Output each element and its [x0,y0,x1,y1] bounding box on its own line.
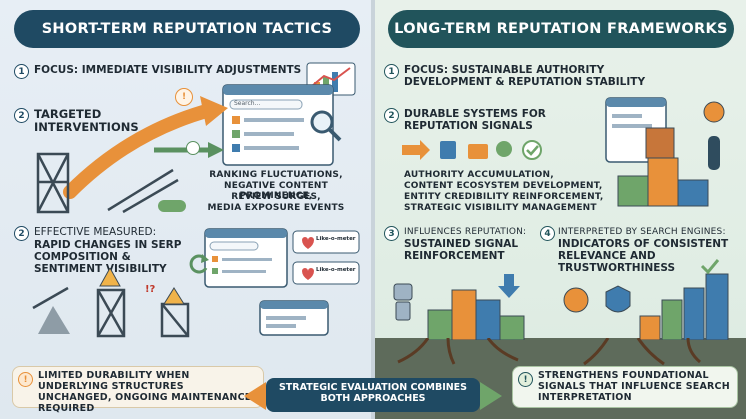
left-step-1-text: FOCUS: IMMEDIATE VISIBILITY ADJUSTMENTS [34,64,302,76]
left-step-2-title: TARGETED INTERVENTIONS [34,107,139,135]
warning-icon: ! [18,372,33,387]
right-step-2-item-3: ENTITY CREDIBILITY REINFORCEMENT, [404,192,604,202]
double-arrow [244,382,502,410]
right-title-banner: LONG-TERM REPUTATION FRAMEWORKS [388,10,734,48]
right-step-3-badge: 3 [384,226,399,241]
right-step-2-title: DURABLE SYSTEMS FOR REPUTATION SIGNALS [404,108,546,133]
signal-cubes [393,274,525,340]
robot-icon [393,283,413,301]
left-step-3-text: RAPID CHANGES IN SERP COMPOSITION & SENT… [34,239,182,276]
refresh-icon [189,254,209,274]
right-step-3-lead: INFLUENCES REPUTATION: [404,227,527,237]
gear-icon [703,101,725,123]
step-3-badge: 2 [14,226,29,241]
scaffold-structure [36,152,186,214]
right-step-4-text: INDICATORS OF CONSISTENT RELEVANCE AND T… [558,238,729,275]
right-step-1-badge: 1 [384,64,399,79]
alert-icon: ! [175,88,193,106]
left-warning-box [12,366,264,408]
right-step-4-badge: 4 [540,226,555,241]
right-step-4-lead: INTERPRETED BY SEARCH ENGINES: [558,227,726,237]
magnifier-icon [310,110,342,142]
lower-browser [259,300,329,336]
right-step-2-item-1: AUTHORITY ACCUMULATION, [404,170,554,180]
panel-divider [371,0,375,419]
step-1-badge: 1 [14,64,29,79]
sentiment-browser [204,228,288,288]
left-step-3-lead: EFFECTIVE MEASURED: [34,226,157,238]
like-meter-label-1: Like-o-meter [316,236,356,242]
roots [397,338,701,366]
document-icon [440,141,456,159]
foundation-icon: ! [518,372,533,387]
left-step-2-item-2: NEGATIVE CONTENT PROMINENCE, [223,181,328,202]
left-title-banner: SHORT-TERM REPUTATION TACTICS [14,10,360,48]
search-results-browser [222,84,334,166]
browser-search-placeholder: Search... [234,100,261,107]
green-arrow [154,142,224,158]
right-step-2-badge: 2 [384,108,399,123]
process-chain [402,140,542,160]
question-marks: !? [145,284,156,295]
right-foundation-text: STRENGTHENS FOUNDATIONAL SIGNALS THAT IN… [538,370,730,403]
medal-icon [496,141,512,157]
left-step-2-item-1: RANKING FLUCTUATIONS, [209,170,343,180]
right-foundation-box [512,366,738,408]
center-evaluation-pill: STRATEGIC EVALUATION COMBINES BOTH APPRO… [266,378,480,412]
right-step-3-text: SUSTAINED SIGNAL REINFORCEMENT [404,238,519,263]
right-step-1-text: FOCUS: SUSTAINABLE AUTHORITY DEVELOPMENT… [404,64,646,89]
step-2-badge: 2 [14,108,29,123]
like-o-meter-cards [292,230,360,285]
shield-icon [605,285,631,313]
folder-icon [468,144,488,159]
like-meter-label-2: Like-o-meter [316,267,356,273]
orange-growth-arrow [63,96,228,199]
checkmark-icon [526,145,539,156]
medal-icon [563,287,589,313]
clock-icon [186,141,200,155]
collapsing-scaffold [32,268,190,338]
right-step-2-item-2: CONTENT ECOSYSTEM DEVELOPMENT, [404,181,603,191]
left-warning-text: LIMITED DURABILITY WHEN UNDERLYING STRUC… [38,370,252,414]
left-step-2-item-4: MEDIA EXPOSURE EVENTS [207,203,345,213]
left-step-2-item-3: REVIEW SURGES, [231,192,321,202]
right-step-2-item-4: STRATEGIC VISIBILITY MANAGEMENT [404,203,597,213]
trust-bar-chart [563,259,729,340]
cube-stack-browser [605,97,725,207]
